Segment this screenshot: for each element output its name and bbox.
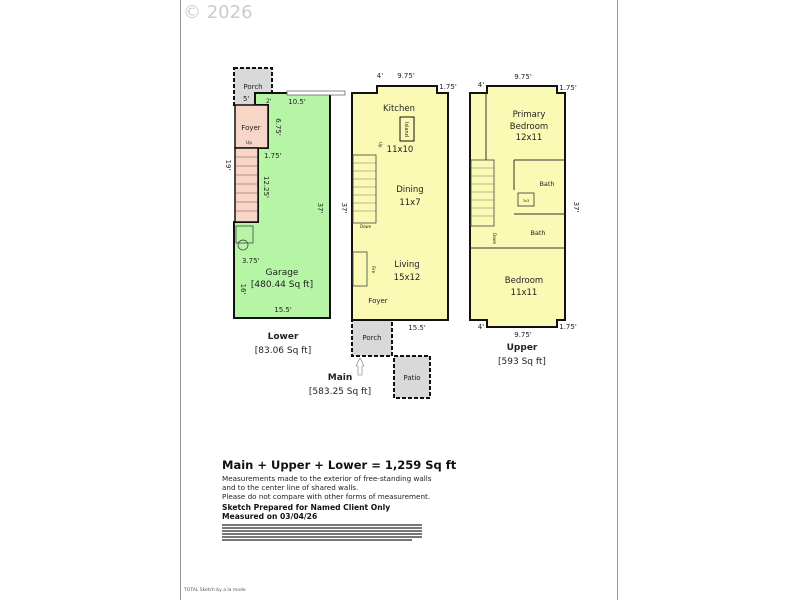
note-line: Measurements made to the exterior of fre… [222,474,432,483]
svg-text:[480.44 Sq ft]: [480.44 Sq ft] [251,280,313,290]
svg-text:Patio: Patio [403,374,420,382]
svg-text:37': 37' [340,203,348,214]
fireplace [352,251,368,287]
svg-text:Bedroom: Bedroom [510,122,548,132]
entry-arrow-icon [355,357,365,376]
measurement-notes: Measurements made to the exterior of fre… [222,474,432,501]
software-credit: TOTAL Sketch by a la mode [184,588,246,593]
svg-text:12.25': 12.25' [262,176,270,198]
svg-text:Bath: Bath [539,180,554,188]
total-area: Main + Upper + Lower = 1,259 Sq ft [222,458,457,472]
upper-level: Primary Bedroom 12x11 Bath 3x3 Bath Down… [469,73,580,367]
svg-text:Kitchen: Kitchen [383,104,415,114]
svg-text:11x10: 11x10 [387,145,414,155]
svg-text:9.75': 9.75' [514,73,532,81]
svg-text:4': 4' [478,323,484,331]
copyright-watermark: © 2026 [183,2,253,23]
svg-text:1.75': 1.75' [559,84,577,92]
water-heater [235,225,254,244]
svg-text:Dining: Dining [396,185,423,195]
note-line: and to the center line of shared walls. [222,483,359,492]
lower-level: Porch 5' 2' 10.5' Foyer Up 6.75' 1.75' 1… [224,67,346,356]
svg-text:15.5': 15.5' [274,306,292,314]
svg-text:Porch: Porch [362,334,381,342]
prepared-notice: Sketch Prepared for Named Client Only Me… [222,503,390,521]
svg-text:Down: Down [492,233,497,245]
main-title: Main [328,373,353,383]
lower-area: [83.06 Sq ft] [255,346,311,356]
svg-text:Fire: Fire [371,266,376,274]
svg-text:1.75': 1.75' [559,323,577,331]
note-line: Please do not compare with other forms o… [222,492,431,501]
svg-text:Island: Island [403,122,409,137]
svg-text:Porch: Porch [243,83,262,91]
svg-text:Up: Up [378,142,383,148]
kitchen-island [399,116,415,142]
upper-area: [593 Sq ft] [498,357,546,367]
main-porch [351,319,393,357]
svg-text:Living: Living [394,260,419,270]
svg-text:Foyer: Foyer [368,297,388,305]
lower-title: Lower [268,332,299,342]
svg-text:1.75': 1.75' [264,152,282,160]
svg-text:3.75': 3.75' [242,257,260,265]
svg-text:2': 2' [266,98,272,105]
svg-text:Garage: Garage [266,268,299,278]
lower-foyer [234,104,269,149]
upper-stairs [470,159,495,227]
svg-text:15.5': 15.5' [408,324,426,332]
svg-text:Foyer: Foyer [241,124,261,132]
svg-text:37': 37' [316,203,324,214]
svg-text:9.75': 9.75' [514,331,532,339]
svg-text:12x11: 12x11 [516,133,543,143]
upper-floor [469,85,566,328]
prepared-line: Sketch Prepared for Named Client Only [222,503,391,512]
measured-date: Measured on 03/04/26 [222,512,318,521]
svg-text:37': 37' [572,202,580,213]
disclaimer-fine-print [222,524,422,543]
main-level: 4' 9.75' 1.75' Kitchen Island 11x10 Up D… [309,72,457,399]
svg-text:19': 19' [224,160,232,171]
svg-text:15x12: 15x12 [394,273,421,283]
svg-text:Down: Down [360,224,372,229]
svg-text:6.75': 6.75' [274,118,282,136]
main-stairs [352,154,377,224]
svg-text:3x3: 3x3 [523,199,530,203]
svg-text:Up: Up [246,140,252,146]
svg-text:4': 4' [377,72,383,80]
svg-text:10.5': 10.5' [288,98,306,106]
upper-title: Upper [507,343,538,353]
garage-door [286,90,346,96]
main-floor [351,85,449,321]
svg-text:5': 5' [243,95,249,103]
svg-text:1.75': 1.75' [439,83,457,91]
svg-text:Primary: Primary [513,110,546,120]
svg-text:Bedroom: Bedroom [505,276,543,286]
furnace [237,239,249,251]
lower-stairs [234,147,259,223]
closet [517,192,535,207]
page-frame [180,0,618,600]
svg-text:11x11: 11x11 [511,288,538,298]
svg-text:16': 16' [239,284,247,295]
svg-text:Bath: Bath [530,229,545,237]
svg-text:11x7: 11x7 [399,198,420,208]
svg-text:4': 4' [478,81,484,89]
main-patio [393,355,431,399]
main-area: [583.25 Sq ft] [309,387,371,397]
svg-text:9.75': 9.75' [397,72,415,80]
